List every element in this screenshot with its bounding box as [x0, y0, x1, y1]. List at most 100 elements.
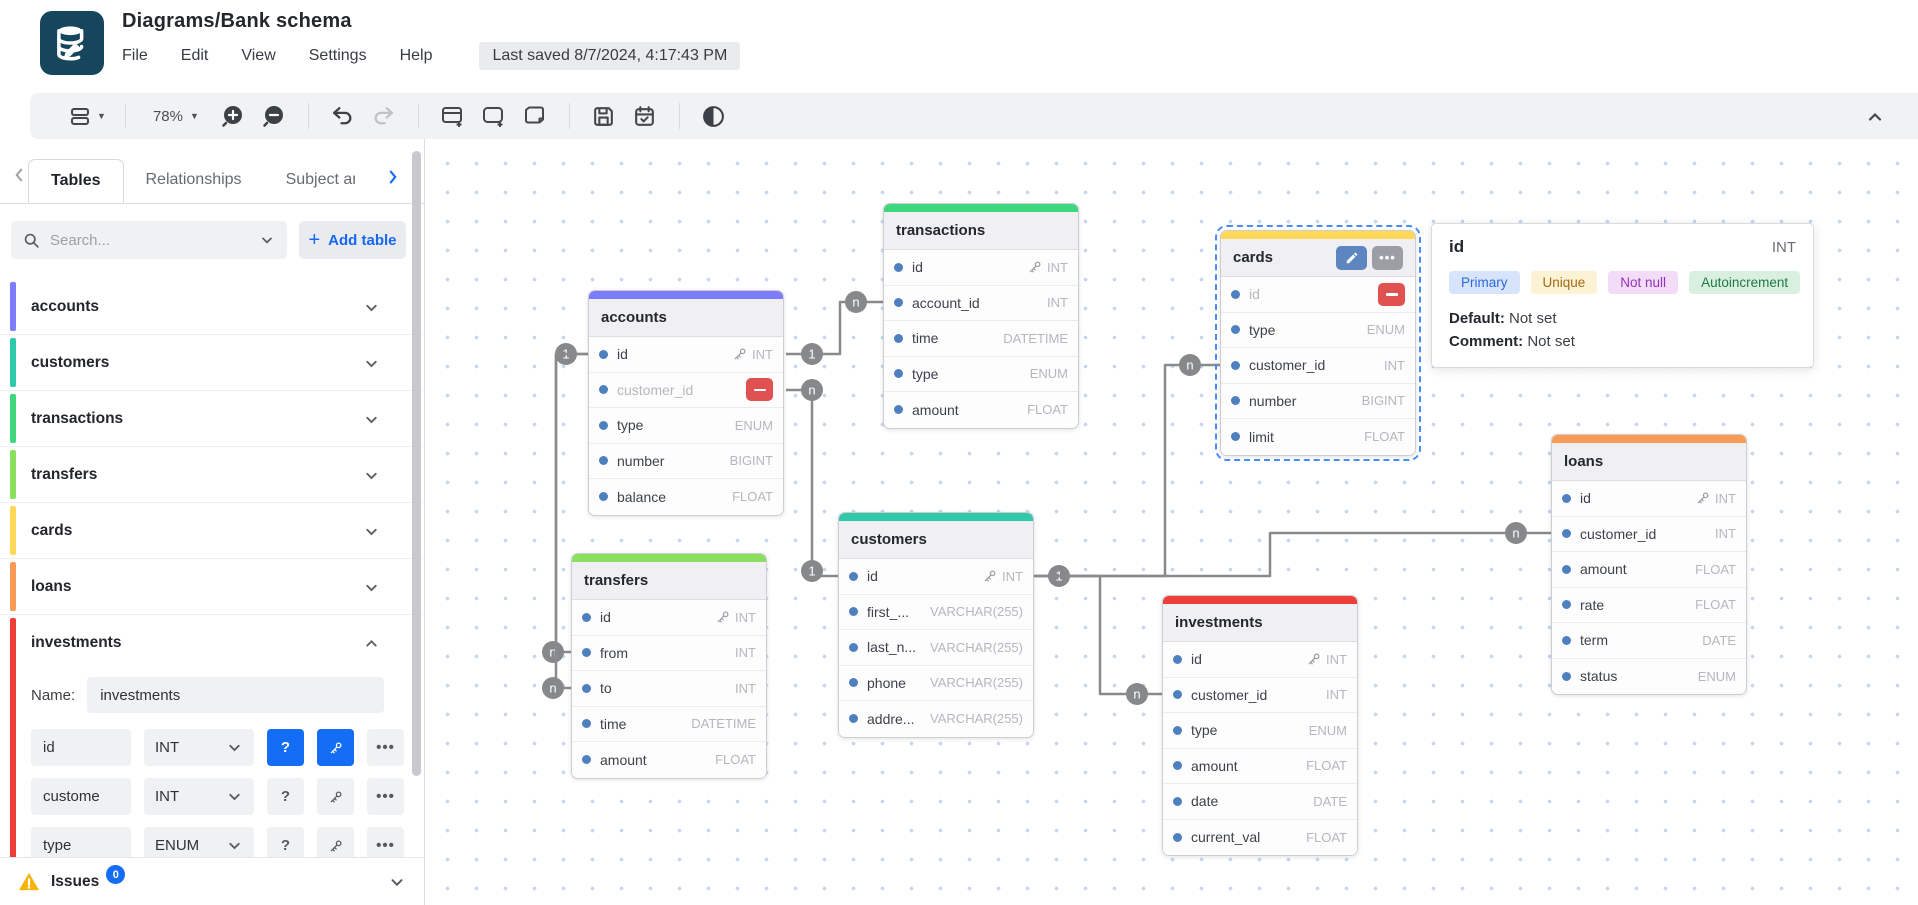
chevron-down-icon[interactable]: [363, 299, 380, 316]
table-more-button[interactable]: •••: [1372, 245, 1403, 270]
chevron-down-icon[interactable]: [388, 873, 406, 891]
zoom-level-dropdown[interactable]: 78% ▼: [145, 100, 207, 132]
relationship-line[interactable]: [786, 300, 883, 356]
header-view-button[interactable]: ▼: [68, 100, 106, 132]
table-field-row[interactable]: first_...VARCHAR(255): [839, 594, 1033, 630]
search-input[interactable]: [50, 231, 249, 249]
table-header[interactable]: transfers: [572, 562, 766, 600]
chevron-down-icon[interactable]: [259, 232, 275, 248]
theme-button[interactable]: [699, 100, 729, 132]
chevron-down-icon[interactable]: [363, 467, 380, 484]
menu-file[interactable]: File: [122, 47, 148, 64]
table-header[interactable]: investments: [1163, 604, 1357, 642]
table-header[interactable]: accounts: [589, 299, 783, 337]
field-more-button[interactable]: •••: [367, 729, 404, 766]
nullable-toggle-button[interactable]: ?: [267, 827, 304, 857]
primary-key-toggle-button[interactable]: [317, 778, 354, 815]
tabs-next-button[interactable]: [384, 168, 402, 186]
chevron-down-icon[interactable]: [363, 355, 380, 372]
relationship-line[interactable]: [1033, 531, 1551, 578]
field-type-select[interactable]: ENUM: [144, 827, 254, 857]
table-field-row[interactable]: last_n...VARCHAR(255): [839, 630, 1033, 666]
table-field-row[interactable]: id: [1221, 277, 1415, 313]
field-type-select[interactable]: INT: [144, 729, 254, 766]
table-header[interactable]: loans: [1552, 443, 1746, 481]
field-type-select[interactable]: INT: [144, 778, 254, 815]
collapse-toolbar-button[interactable]: [1860, 101, 1890, 133]
table-header[interactable]: customers: [839, 521, 1033, 559]
field-name-input[interactable]: [31, 729, 131, 766]
undo-button[interactable]: [328, 100, 358, 132]
zoom-in-button[interactable]: [218, 100, 248, 132]
issues-footer[interactable]: Issues 0: [0, 857, 424, 905]
sidebar-item-cards[interactable]: cards: [0, 503, 424, 559]
add-area-tool-button[interactable]: [479, 100, 509, 132]
tabs-back-button[interactable]: [10, 166, 28, 184]
table-header[interactable]: transactions: [884, 212, 1078, 250]
save-button[interactable]: [589, 100, 619, 132]
menu-help[interactable]: Help: [399, 47, 433, 64]
sidebar-item-investments[interactable]: investments: [0, 615, 424, 671]
sidebar-scrollbar[interactable]: [412, 151, 421, 776]
sidebar-item-customers[interactable]: customers: [0, 335, 424, 391]
sidebar-item-transfers[interactable]: transfers: [0, 447, 424, 503]
chevron-up-icon[interactable]: [363, 635, 380, 652]
sidebar-item-transactions[interactable]: transactions: [0, 391, 424, 447]
tab-relationships[interactable]: Relationships: [145, 171, 242, 188]
add-table-button[interactable]: + Add table: [299, 221, 406, 259]
table-field-row[interactable]: customer_id: [589, 372, 783, 408]
delete-field-button[interactable]: [746, 378, 773, 402]
chevron-down-icon[interactable]: [363, 523, 380, 540]
chevron-down-icon[interactable]: [363, 411, 380, 428]
tab-subject-areas[interactable]: Subject areas: [285, 171, 355, 188]
edit-table-button[interactable]: [1336, 245, 1367, 270]
menu-settings[interactable]: Settings: [308, 47, 367, 64]
delete-field-button[interactable]: [1378, 282, 1405, 306]
search-box[interactable]: [11, 221, 287, 259]
menu-edit[interactable]: Edit: [180, 47, 209, 64]
relationship-line[interactable]: [786, 388, 838, 578]
nullable-toggle-button[interactable]: ?: [267, 729, 304, 766]
field-name-input[interactable]: [31, 827, 131, 857]
field-more-button[interactable]: •••: [367, 827, 404, 857]
add-table-tool-button[interactable]: [438, 100, 468, 132]
nullable-toggle-button[interactable]: ?: [267, 778, 304, 815]
primary-key-toggle-button[interactable]: [317, 729, 354, 766]
table-header[interactable]: cards•••: [1221, 239, 1415, 277]
relationship-line[interactable]: [1033, 574, 1162, 696]
primary-key-toggle-button[interactable]: [317, 827, 354, 857]
tab-tables[interactable]: Tables: [28, 159, 124, 203]
table-name-input[interactable]: [87, 677, 384, 713]
